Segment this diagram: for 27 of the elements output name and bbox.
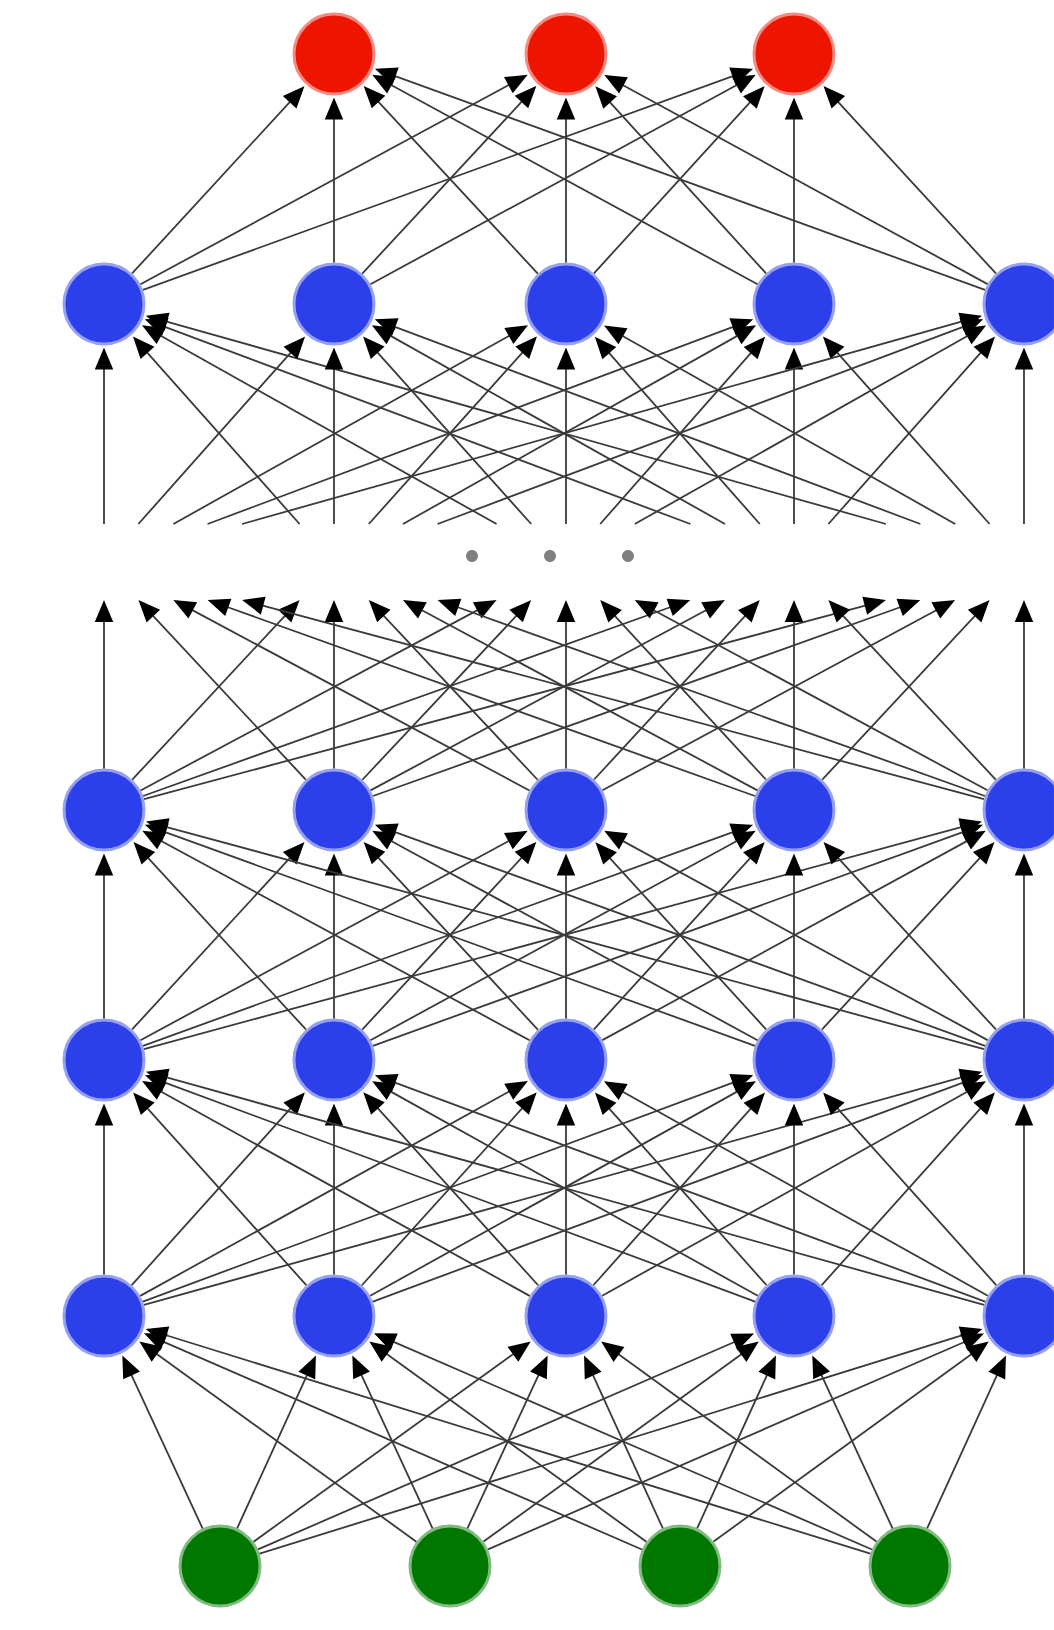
- hidden-neuron: [292, 1274, 376, 1358]
- hidden-neuron: [292, 262, 376, 346]
- hidden-neuron: [982, 262, 1054, 346]
- hidden-neuron: [292, 768, 376, 852]
- input-neuron: [178, 1524, 262, 1608]
- hidden-neuron: [752, 768, 836, 852]
- output-neuron: [524, 12, 608, 96]
- hidden-neuron: [752, 262, 836, 346]
- hidden-neuron: [524, 1274, 608, 1358]
- input-neuron: [408, 1524, 492, 1608]
- hidden-neuron: [292, 1018, 376, 1102]
- hidden-neuron: [524, 1018, 608, 1102]
- output-neuron: [292, 12, 376, 96]
- hidden-neuron: [524, 768, 608, 852]
- input-neuron: [638, 1524, 722, 1608]
- hidden-neuron: [62, 768, 146, 852]
- hidden-neuron: [62, 1274, 146, 1358]
- hidden-neuron: [982, 768, 1054, 852]
- hidden-neuron: [62, 262, 146, 346]
- hidden-neuron: [62, 1018, 146, 1102]
- hidden-neuron: [982, 1274, 1054, 1358]
- hidden-neuron: [524, 262, 608, 346]
- hidden-neuron: [752, 1274, 836, 1358]
- input-neuron: [868, 1524, 952, 1608]
- hidden-neuron: [752, 1018, 836, 1102]
- output-neuron: [752, 12, 836, 96]
- hidden-neuron: [982, 1018, 1054, 1102]
